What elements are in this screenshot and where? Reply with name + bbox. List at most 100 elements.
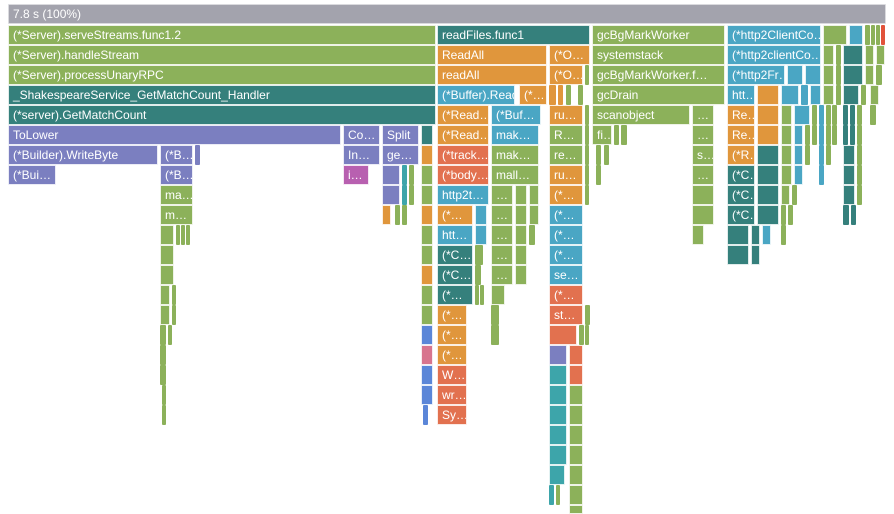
flame-frame[interactable]: htt… (437, 225, 473, 245)
flame-frame-narrow[interactable] (812, 105, 817, 125)
flame-frame-narrow[interactable] (823, 85, 834, 105)
flame-frame-narrow[interactable] (794, 165, 803, 185)
flame-frame-narrow[interactable] (781, 225, 786, 245)
flame-frame-narrow[interactable] (421, 345, 433, 365)
flame-frame[interactable]: (*… (437, 205, 473, 225)
flame-frame-narrow[interactable] (475, 245, 483, 265)
flame-frame-narrow[interactable] (421, 385, 433, 405)
flame-frame-narrow[interactable] (757, 165, 779, 185)
flame-frame-narrow[interactable] (823, 25, 847, 45)
flame-frame[interactable]: (*… (519, 85, 547, 105)
flame-frame-narrow[interactable] (836, 65, 841, 85)
flame-frame[interactable]: ru… (549, 105, 583, 125)
flame-frame[interactable]: (*Server).handleStream (8, 45, 436, 65)
flame-frame[interactable]: s… (692, 145, 714, 165)
flame-frame-narrow[interactable] (402, 205, 407, 225)
flame-frame[interactable]: mall… (491, 165, 539, 185)
flame-frame-narrow[interactable] (823, 65, 834, 85)
flame-frame-narrow[interactable] (861, 85, 866, 105)
flame-frame[interactable]: (*O… (549, 65, 583, 85)
flame-frame[interactable]: (*… (437, 285, 473, 305)
flame-frame-narrow[interactable] (529, 205, 539, 225)
flame-frame-narrow[interactable] (865, 25, 870, 45)
flame-frame-narrow[interactable] (850, 105, 855, 125)
flame-frame-narrow[interactable] (757, 185, 779, 205)
flame-frame-narrow[interactable] (857, 125, 862, 145)
flame-frame-narrow[interactable] (569, 485, 583, 505)
flame-frame-narrow[interactable] (788, 205, 793, 225)
flame-frame-narrow[interactable] (727, 245, 749, 265)
flame-frame-narrow[interactable] (843, 85, 859, 105)
flame-frame[interactable]: gcDrain (592, 85, 725, 105)
flame-frame[interactable]: Split (382, 125, 419, 145)
flame-frame[interactable]: (*http2ClientCo… (727, 25, 821, 45)
flame-frame-narrow[interactable] (556, 485, 560, 505)
flame-frame[interactable]: (*Buf… (491, 105, 541, 125)
flame-frame-narrow[interactable] (832, 105, 837, 125)
flame-frame-narrow[interactable] (515, 225, 527, 245)
flame-frame-narrow[interactable] (549, 485, 554, 505)
flame-frame-narrow[interactable] (757, 125, 779, 145)
flame-frame[interactable]: readAll (437, 65, 547, 85)
flame-frame-narrow[interactable] (585, 325, 589, 345)
flame-frame-narrow[interactable] (475, 265, 481, 285)
flame-frame-narrow[interactable] (160, 265, 174, 285)
flame-frame-narrow[interactable] (805, 145, 810, 165)
flame-frame-narrow[interactable] (421, 165, 433, 185)
flame-frame[interactable]: (*B… (160, 145, 193, 165)
flame-frame-narrow[interactable] (382, 185, 400, 205)
flame-frame-narrow[interactable] (585, 165, 589, 185)
flame-frame-narrow[interactable] (805, 65, 821, 85)
flame-frame-narrow[interactable] (787, 65, 803, 85)
flame-frame[interactable]: (*body… (437, 165, 489, 185)
flame-frame[interactable]: (*server).GetMatchCount (8, 105, 436, 125)
flame-frame[interactable]: st… (549, 305, 583, 325)
flame-frame-narrow[interactable] (851, 205, 856, 225)
flame-frame-narrow[interactable] (794, 125, 803, 145)
flame-frame[interactable]: http2t… (437, 185, 489, 205)
flame-frame[interactable]: readFiles.func1 (437, 25, 590, 45)
flame-frame-narrow[interactable] (843, 105, 848, 125)
flame-frame-narrow[interactable] (585, 125, 589, 145)
flame-frame-narrow[interactable] (585, 145, 589, 165)
flame-frame[interactable]: … (692, 125, 714, 145)
flame-frame-narrow[interactable] (621, 125, 627, 145)
flame-frame-narrow[interactable] (585, 105, 589, 125)
flame-frame[interactable]: (*Read… (437, 125, 489, 145)
flame-frame-narrow[interactable] (475, 205, 487, 225)
flame-frame[interactable]: (*C… (727, 165, 755, 185)
flame-frame-narrow[interactable] (826, 145, 831, 165)
flame-frame-narrow[interactable] (549, 425, 567, 445)
flame-frame-narrow[interactable] (727, 225, 749, 245)
flame-frame[interactable]: ge… (382, 145, 419, 165)
flame-frame-narrow[interactable] (857, 185, 862, 205)
flame-frame-narrow[interactable] (801, 85, 808, 105)
flame-frame-narrow[interactable] (421, 305, 433, 325)
flame-frame-narrow[interactable] (843, 145, 855, 165)
flame-frame-narrow[interactable] (409, 185, 414, 205)
flame-frame[interactable]: gcBgMarkWorker.f… (592, 65, 725, 85)
flame-frame[interactable]: (*track… (437, 145, 489, 165)
flame-frame-narrow[interactable] (569, 365, 583, 385)
flame-frame-narrow[interactable] (529, 185, 539, 205)
flame-frame-narrow[interactable] (421, 245, 433, 265)
flame-frame-narrow[interactable] (604, 145, 609, 165)
flame-frame-narrow[interactable] (836, 85, 841, 105)
flame-frame-narrow[interactable] (421, 365, 433, 385)
flame-frame-narrow[interactable] (569, 445, 583, 465)
flame-frame[interactable]: Co… (343, 125, 380, 145)
flame-frame-narrow[interactable] (195, 145, 200, 165)
flame-frame-narrow[interactable] (421, 265, 433, 285)
flame-frame-narrow[interactable] (849, 25, 863, 45)
flame-frame-narrow[interactable] (402, 185, 407, 205)
flame-frame[interactable]: (*C… (437, 265, 473, 285)
flame-frame-narrow[interactable] (421, 125, 433, 145)
flame-frame-narrow[interactable] (382, 205, 391, 225)
flame-frame[interactable]: (*… (437, 325, 467, 345)
flame-frame-narrow[interactable] (781, 145, 792, 165)
flame-frame-narrow[interactable] (160, 325, 166, 345)
flame-frame-narrow[interactable] (692, 225, 704, 245)
flame-frame[interactable]: … (692, 105, 714, 125)
flame-frame-narrow[interactable] (819, 105, 824, 125)
